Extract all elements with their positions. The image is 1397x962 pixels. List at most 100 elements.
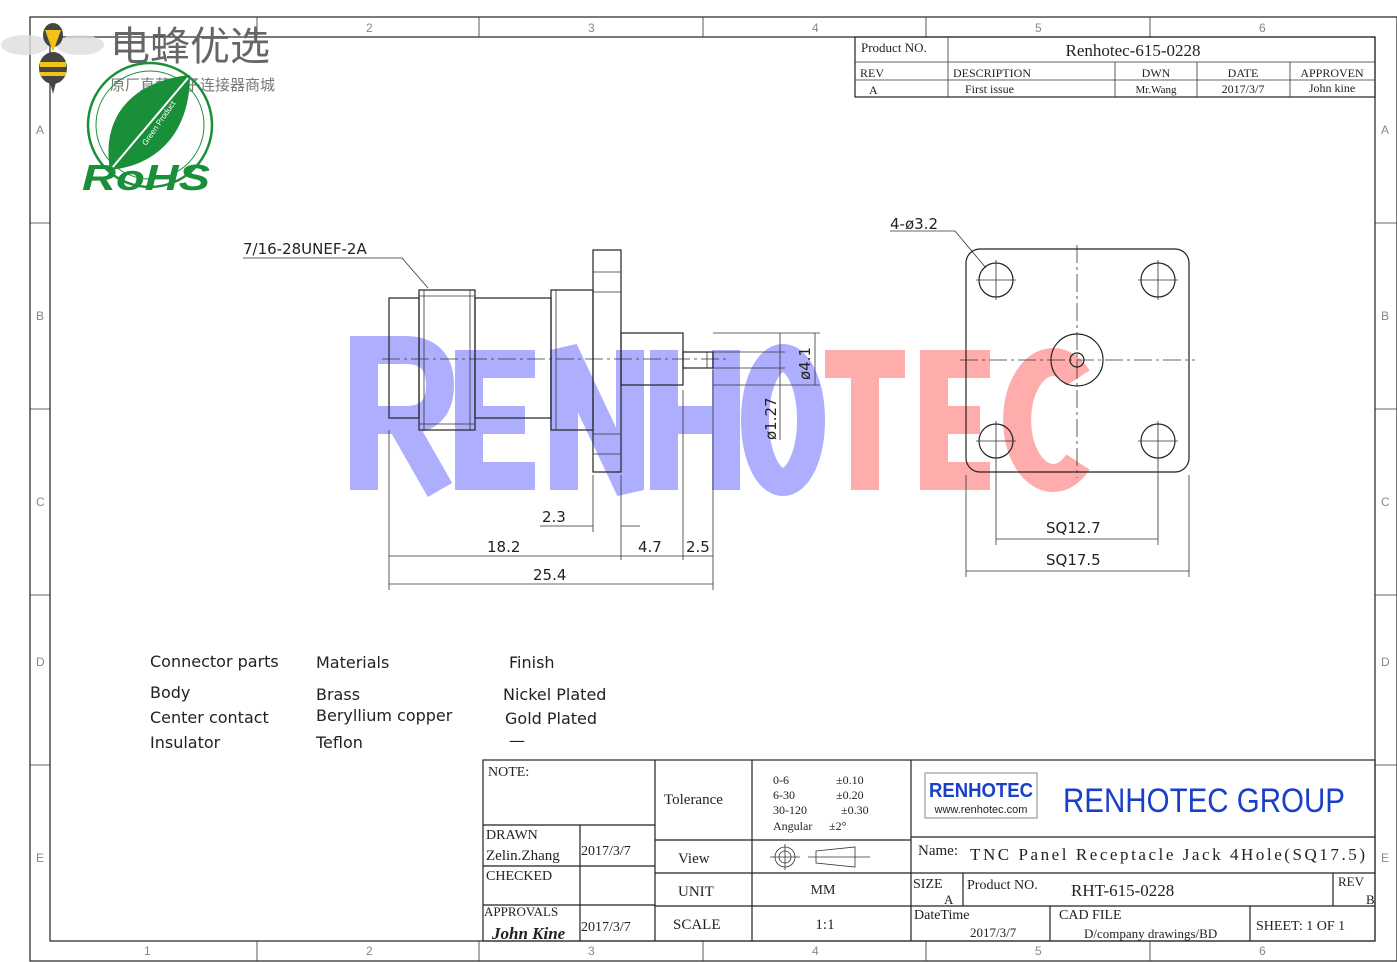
revision-table: Product NO. Renhotec-615-0228 REV DESCRI…	[854, 36, 1376, 98]
scale-label: SCALE	[673, 917, 721, 933]
tolerance-value: ±0.30	[841, 803, 869, 817]
part-finish: Nickel Plated	[503, 685, 606, 704]
row-label: C	[1381, 495, 1390, 509]
watermark-right	[825, 348, 1090, 492]
row-label: C	[36, 495, 45, 509]
dim-18-2: 18.2	[487, 538, 520, 556]
datetime-value: 2017/3/7	[970, 925, 1017, 940]
brand-text: 电蜂优选	[110, 24, 270, 70]
part-finish: Gold Plated	[505, 709, 597, 728]
col-label: 3	[588, 944, 595, 958]
row-label: B	[36, 309, 44, 323]
dim-sq17-5: SQ17.5	[1046, 551, 1101, 569]
tolerance-value: ±0.10	[836, 773, 864, 787]
thread-dimension: 7/16-28UNEF-2A	[243, 240, 367, 258]
cad-value: D/company drawings/BD	[1084, 926, 1217, 941]
row-label: A	[36, 123, 44, 137]
product-name: TNC Panel Receptacle Jack 4Hole(SQ17.5)	[970, 845, 1365, 864]
part-name: Body	[150, 683, 190, 702]
parts-header: Connector parts	[150, 652, 279, 671]
renhotec-watermark	[350, 336, 1090, 497]
col-label: 4	[812, 21, 819, 35]
side-view: 7/16-28UNEF-2A 2.3 18.2 4.7 2.5 25.4 ø4.…	[243, 240, 820, 590]
row-label: D	[36, 655, 45, 669]
row-label: E	[36, 851, 44, 865]
dim-dia-4-1: ø4.1	[796, 347, 814, 380]
logo-text: RENHOTEC	[929, 780, 1033, 802]
approven-header: APPROVEN	[1300, 66, 1364, 80]
front-view: 4-ø3.2 SQ12.7 SQ17.5	[890, 215, 1195, 577]
bee-logo: 电蜂优选 原厂直营电子连接器商城	[1, 23, 275, 94]
view-label: View	[678, 851, 710, 867]
date-header: DATE	[1228, 66, 1259, 80]
col-label: 5	[1035, 944, 1042, 958]
description-header: DESCRIPTION	[953, 66, 1031, 80]
dwn-header: DWN	[1142, 66, 1171, 80]
drawn-date: 2017/3/7	[581, 844, 631, 859]
row-label: E	[1381, 851, 1389, 865]
row-label: A	[1381, 123, 1389, 137]
row-label: D	[1381, 655, 1390, 669]
projection-symbol-icon	[770, 844, 870, 870]
rev-value: A	[869, 83, 878, 97]
tolerance-range: 0-6	[773, 773, 789, 787]
row-label: B	[1381, 309, 1389, 323]
col-label: 2	[366, 944, 373, 958]
part-name: Insulator	[150, 733, 221, 752]
approven-value: John kine	[1309, 81, 1355, 95]
unit-value: MM	[811, 883, 836, 898]
holes-dimension: 4-ø3.2	[890, 215, 938, 233]
part-finish: —	[509, 731, 525, 750]
rev-header: REV	[860, 66, 884, 80]
col-label: 3	[588, 21, 595, 35]
part-material: Beryllium copper	[316, 706, 453, 725]
dim-2-3: 2.3	[542, 508, 566, 526]
unit-label: UNIT	[678, 884, 714, 900]
scale-value: 1:1	[815, 917, 834, 933]
company-name: RENHOTEC GROUP	[1063, 782, 1345, 820]
name-label: Name:	[918, 843, 958, 859]
tolerance-value: ±0.20	[836, 788, 864, 802]
product-no-label: Product NO.	[861, 40, 927, 55]
approver-signature: John Kine	[491, 924, 566, 943]
rohs-logo: Green Product RoHS	[82, 61, 214, 198]
part-material: Brass	[316, 685, 360, 704]
dim-dia-1-27: ø1.27	[762, 397, 780, 440]
sheet-number: SHEET: 1 OF 1	[1256, 919, 1345, 934]
tolerance-label: Tolerance	[664, 792, 723, 808]
approvals-label: APPROVALS	[484, 904, 558, 919]
parts-list: Connector parts Materials Finish Body Br…	[150, 652, 606, 752]
datetime-label: DateTime	[914, 908, 969, 923]
watermark-left	[350, 336, 825, 497]
col-label: 4	[812, 944, 819, 958]
dwn-value: Mr.Wang	[1136, 84, 1177, 96]
checked-label: CHECKED	[486, 869, 552, 884]
dim-2-5: 2.5	[686, 538, 710, 556]
rev-label: REV	[1338, 874, 1365, 889]
drawn-label: DRAWN	[486, 828, 538, 843]
materials-header: Materials	[316, 653, 389, 672]
description-value: First issue	[965, 82, 1014, 96]
tolerance-range: Angular	[773, 819, 812, 833]
part-material: Teflon	[315, 733, 363, 752]
col-label: 2	[366, 21, 373, 35]
note-label: NOTE:	[488, 765, 529, 780]
col-label: 5	[1035, 21, 1042, 35]
size-label: SIZE	[913, 877, 943, 892]
col-label: 6	[1259, 21, 1266, 35]
col-label: 1	[144, 944, 151, 958]
product-label: Product NO.	[967, 878, 1038, 893]
dim-sq12-7: SQ12.7	[1046, 519, 1101, 537]
date-value: 2017/3/7	[1222, 82, 1265, 96]
dim-4-7: 4.7	[638, 538, 662, 556]
finish-header: Finish	[509, 653, 555, 672]
part-name: Center contact	[150, 708, 269, 727]
title-block: NOTE: DRAWN Zelin.Zhang 2017/3/7 CHECKED…	[482, 759, 1376, 943]
tolerance-value: ±2°	[829, 819, 847, 833]
renhotec-logo: RENHOTEC www.renhotec.com	[924, 772, 1038, 819]
product-no-value: Renhotec-615-0228	[1065, 41, 1200, 60]
rev-value: B	[1366, 892, 1375, 907]
tolerance-range: 30-120	[773, 803, 807, 817]
